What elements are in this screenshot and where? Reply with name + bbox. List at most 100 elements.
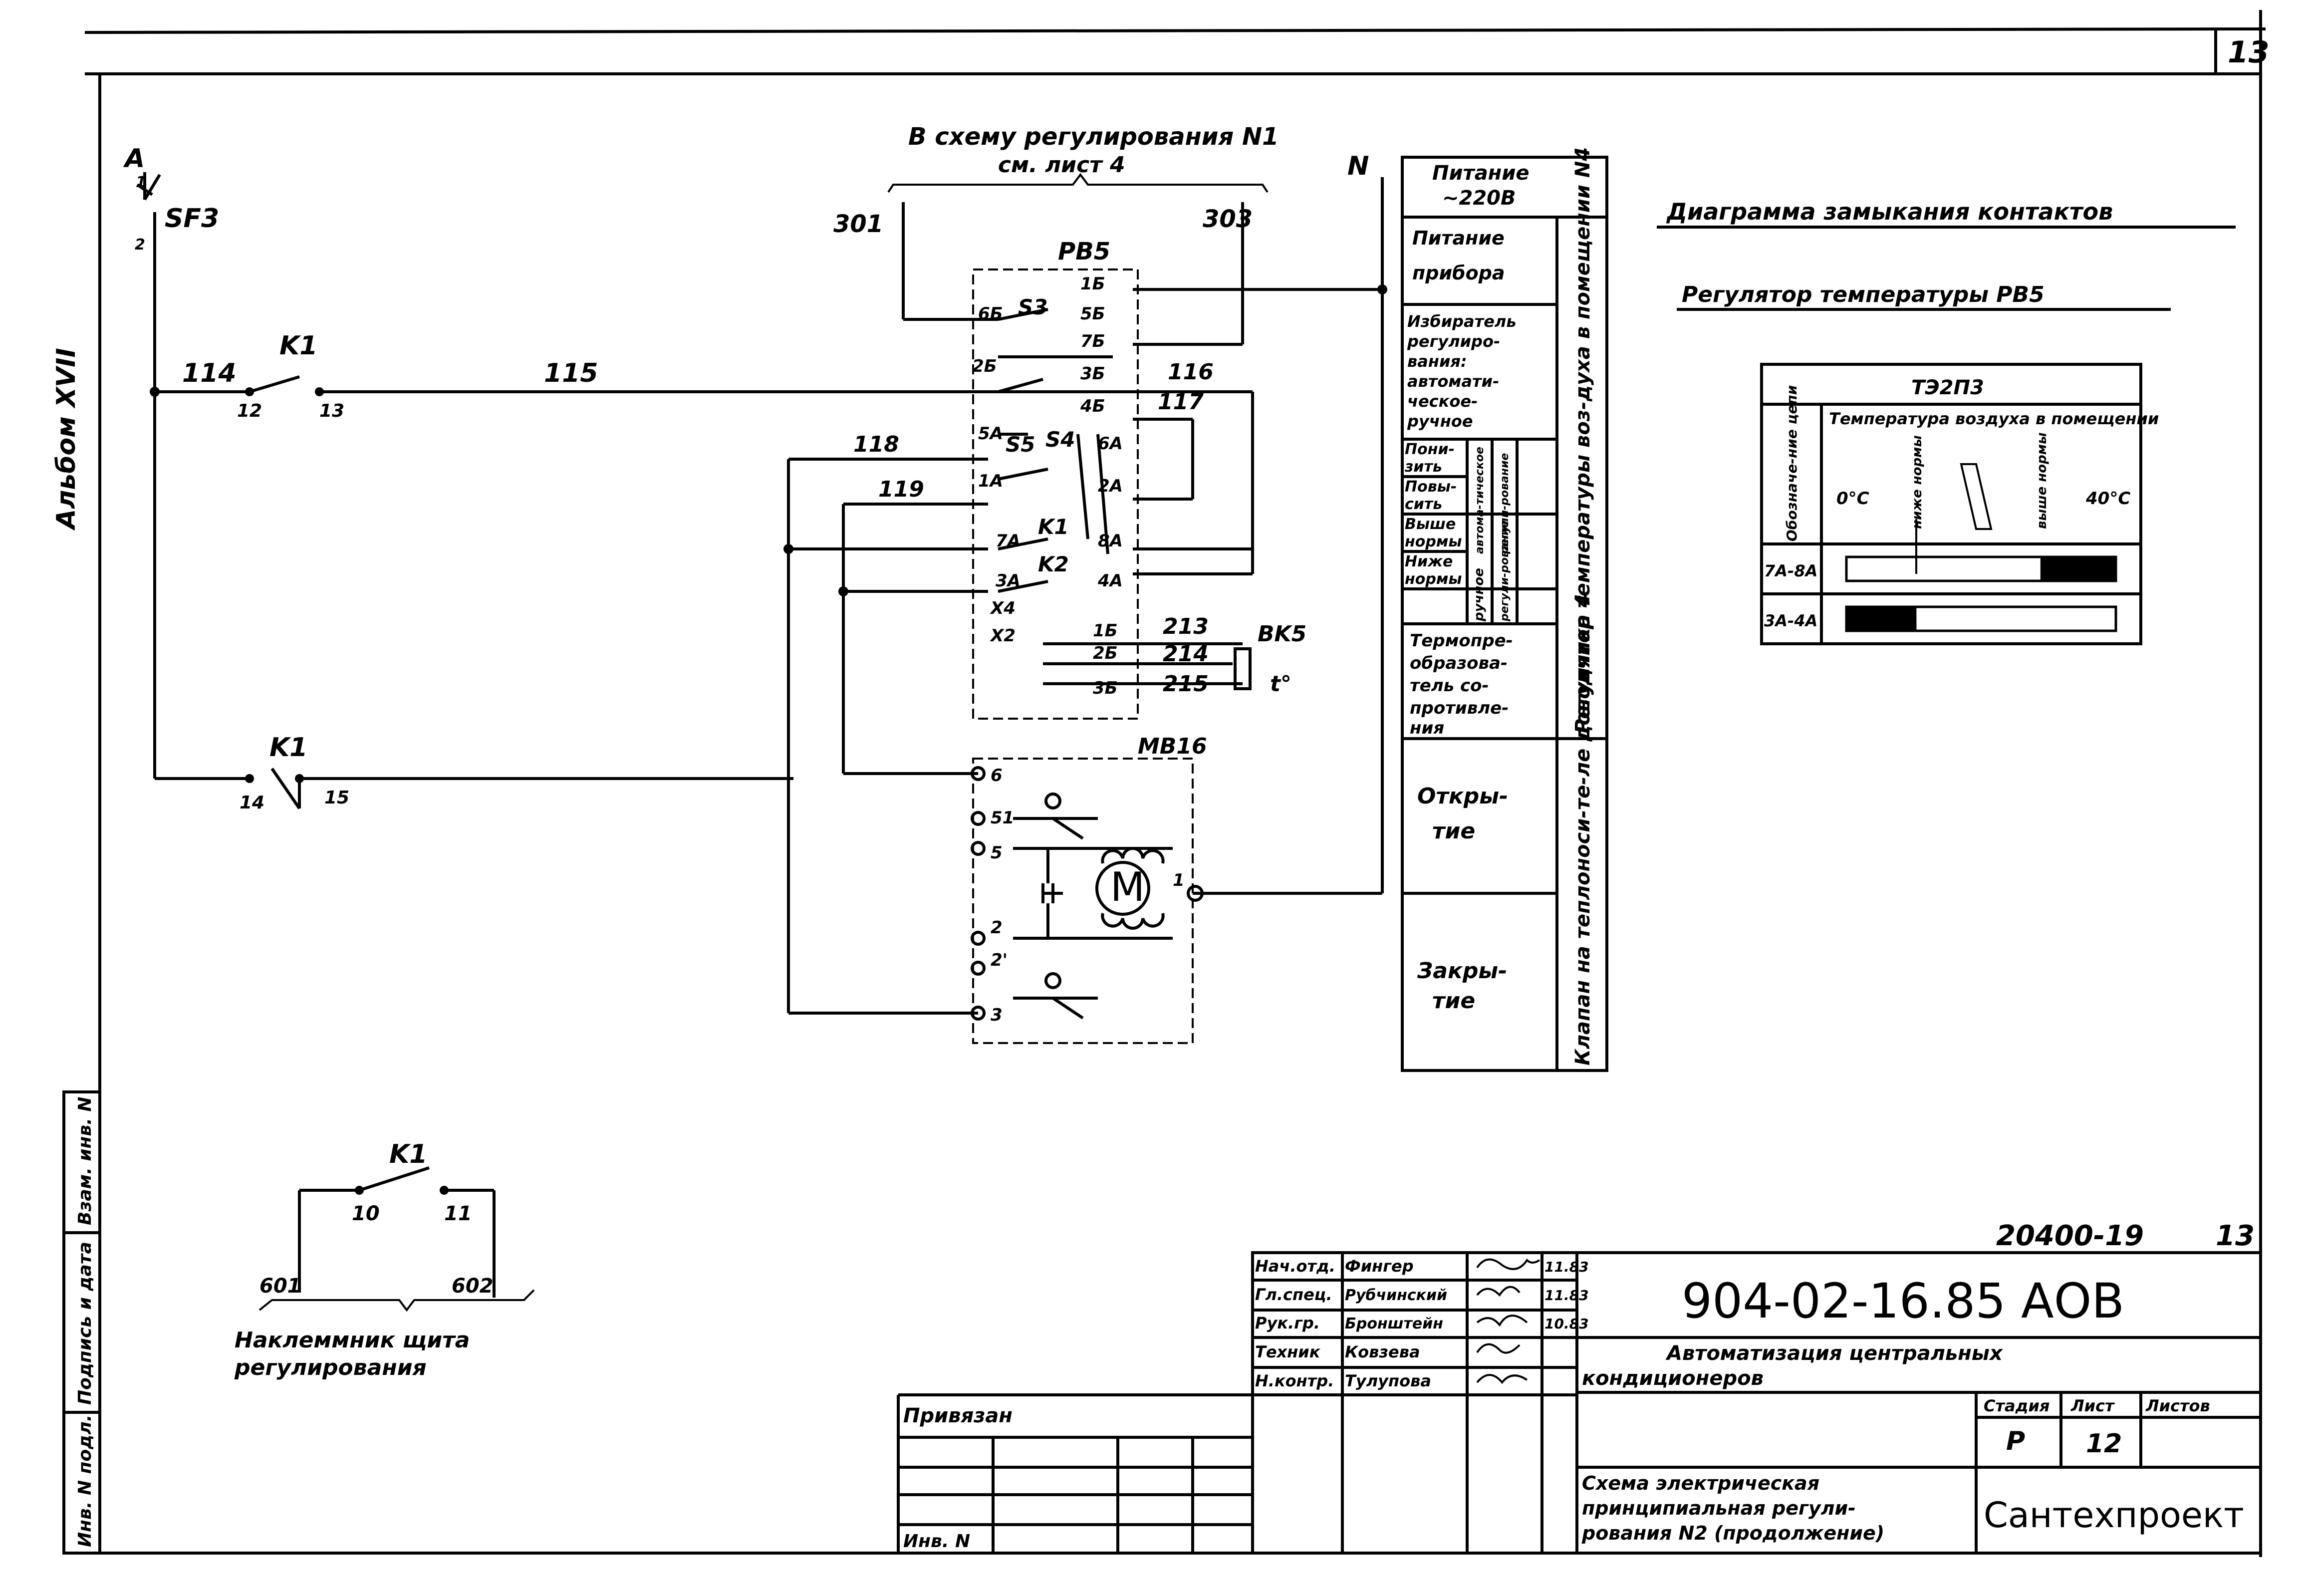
legend-row-3a: Избиратель <box>1407 312 1517 331</box>
legend-row-8d: противле- <box>1410 698 1509 718</box>
act-pin-2p: 2' <box>991 950 1008 970</box>
switch-s4: S4 <box>1045 427 1075 452</box>
legend-mode-4: регули-рование <box>1499 453 1511 554</box>
header-text-2: см. лист 4 <box>998 152 1125 178</box>
pin-5b: 5Б <box>1080 304 1105 324</box>
pin-1a: 1А <box>978 471 1003 491</box>
organization: Сантехпроект <box>1984 1495 2244 1536</box>
legend-row-2b: прибора <box>1412 262 1505 284</box>
function-legend-table <box>1401 156 1608 1072</box>
stage-value: Р <box>2006 1426 2025 1456</box>
pin-2b: 2Б <box>972 356 997 376</box>
contact-bar-closed <box>1846 607 1917 631</box>
name-5: Тулупова <box>1345 1371 1431 1390</box>
side-stamp-inv: Инв. N подл. <box>75 1415 95 1547</box>
legend-mode-3: автома-тическое <box>1474 447 1486 554</box>
wire-117-label: 117 <box>1158 389 1204 415</box>
pin-6b: 6Б <box>978 304 1003 324</box>
name-2: Рубчинский <box>1345 1287 1447 1304</box>
regulator-label: РВ5 <box>1058 238 1110 266</box>
pin-7a: 7А <box>996 531 1021 551</box>
role-1: Нач.отд. <box>1255 1257 1335 1276</box>
wire-303-label: 303 <box>1203 205 1253 233</box>
legend-row-1b: ~220В <box>1442 187 1516 210</box>
contact-device: ТЭ2П3 <box>1911 376 1984 399</box>
date-3: 10.83 <box>1544 1316 1589 1332</box>
sheet-label: Лист <box>2070 1396 2115 1415</box>
sheet-number: 12 <box>2086 1429 2122 1459</box>
legend-row-10a: Закры- <box>1417 958 1507 984</box>
wire-301-label: 301 <box>833 210 883 238</box>
contact-circuit-2: 3А-4А <box>1764 611 1817 630</box>
actuator-block <box>788 758 1382 1044</box>
album-label: Альбом XVII <box>51 348 81 531</box>
side-stamp-sign: Подпись и дата <box>75 1242 95 1405</box>
pin-1b: 1Б <box>1080 274 1105 294</box>
contact-diagram-title: Диаграмма замыкания контактов <box>1666 198 2113 225</box>
contact-bar-closed <box>2040 557 2116 581</box>
legend-row-6b: нормы <box>1405 533 1462 550</box>
sheet-frame <box>84 10 2266 1557</box>
legend-row-7b: нормы <box>1405 570 1462 588</box>
contact-t-max: 40°С <box>2085 489 2130 509</box>
terminal-contact-11: 11 <box>444 1202 472 1225</box>
project-line-2: кондиционеров <box>1582 1367 1764 1390</box>
legend-mode-2: регули-рование <box>1499 521 1511 622</box>
relay-k1-label: K1 <box>279 331 317 361</box>
drawing-line-1: Схема электрическая <box>1582 1472 1819 1494</box>
sensor-pin-3: 3Б <box>1093 678 1118 698</box>
legend-row-8e: ния <box>1410 718 1444 738</box>
act-pin-6: 6 <box>991 766 1003 786</box>
pin-x4: X4 <box>990 598 1016 618</box>
role-5: Н.контр. <box>1255 1371 1334 1390</box>
legend-row-8c: тель со- <box>1410 676 1489 696</box>
actuator-label: МВ16 <box>1138 734 1207 759</box>
pin-3a: 3А <box>996 571 1021 591</box>
pin-x2: X2 <box>990 626 1016 646</box>
date-2: 11.83 <box>1544 1287 1589 1304</box>
terminal-k1-label: K1 <box>389 1139 427 1169</box>
pin-6a: 6А <box>1098 434 1123 454</box>
legend-row-3b: регулиро- <box>1407 332 1500 351</box>
supply-circuit <box>136 172 1253 809</box>
legend-group-2: Клапан на теплоноси-те-ле доводчика 4 <box>1571 594 1594 1065</box>
wire-118-label: 118 <box>853 432 899 457</box>
act-pin-3: 3 <box>991 1005 1003 1025</box>
drawing-line-3: рования N2 (продолжение) <box>1581 1522 1884 1544</box>
legend-row-1a: Питание <box>1432 162 1529 185</box>
switch-k1: K1 <box>1038 515 1069 539</box>
pin-4b: 4Б <box>1080 396 1105 416</box>
pin-4a: 4А <box>1097 571 1123 591</box>
wire-116-label: 116 <box>1168 359 1214 385</box>
designation: 904-02-16.85 АОВ <box>1682 1273 2124 1329</box>
k1-contact-13: 13 <box>319 401 344 421</box>
act-pin-51: 51 <box>991 808 1014 828</box>
k1-contact-15: 15 <box>324 788 349 808</box>
stage-label: Стадия <box>1984 1396 2049 1415</box>
pin-3b: 3Б <box>1080 364 1105 384</box>
legend-row-7a: Ниже <box>1405 553 1453 570</box>
signatures <box>1476 1258 1540 1384</box>
doc-page: 13 <box>2216 1220 2255 1252</box>
temperature-sensor-icon <box>1118 642 1252 690</box>
pin-2a: 2А <box>1098 476 1123 496</box>
legend-row-10b: тие <box>1432 988 1475 1014</box>
act-pin-5: 5 <box>991 843 1003 863</box>
role-2: Гл.спец. <box>1255 1285 1332 1304</box>
motor-icon: M <box>1110 864 1145 910</box>
sensor-pin-1: 1Б <box>1093 621 1118 641</box>
neutral-n-label: N <box>1347 151 1369 181</box>
k1-contact-12: 12 <box>237 401 262 421</box>
bound-label: Привязан <box>903 1404 1013 1427</box>
regulator-block <box>783 177 1387 1013</box>
breaker-pin2: 2 <box>135 236 145 254</box>
sensor-label: BK5 <box>1258 621 1306 647</box>
wire-114-label: 114 <box>182 358 237 388</box>
legend-row-5a: Повы- <box>1405 478 1457 496</box>
title-block <box>897 1251 2261 1553</box>
legend-row-6a: Выше <box>1405 516 1456 533</box>
contact-t-min: 0°С <box>1836 489 1869 509</box>
sheets-label: Листов <box>2145 1396 2210 1415</box>
